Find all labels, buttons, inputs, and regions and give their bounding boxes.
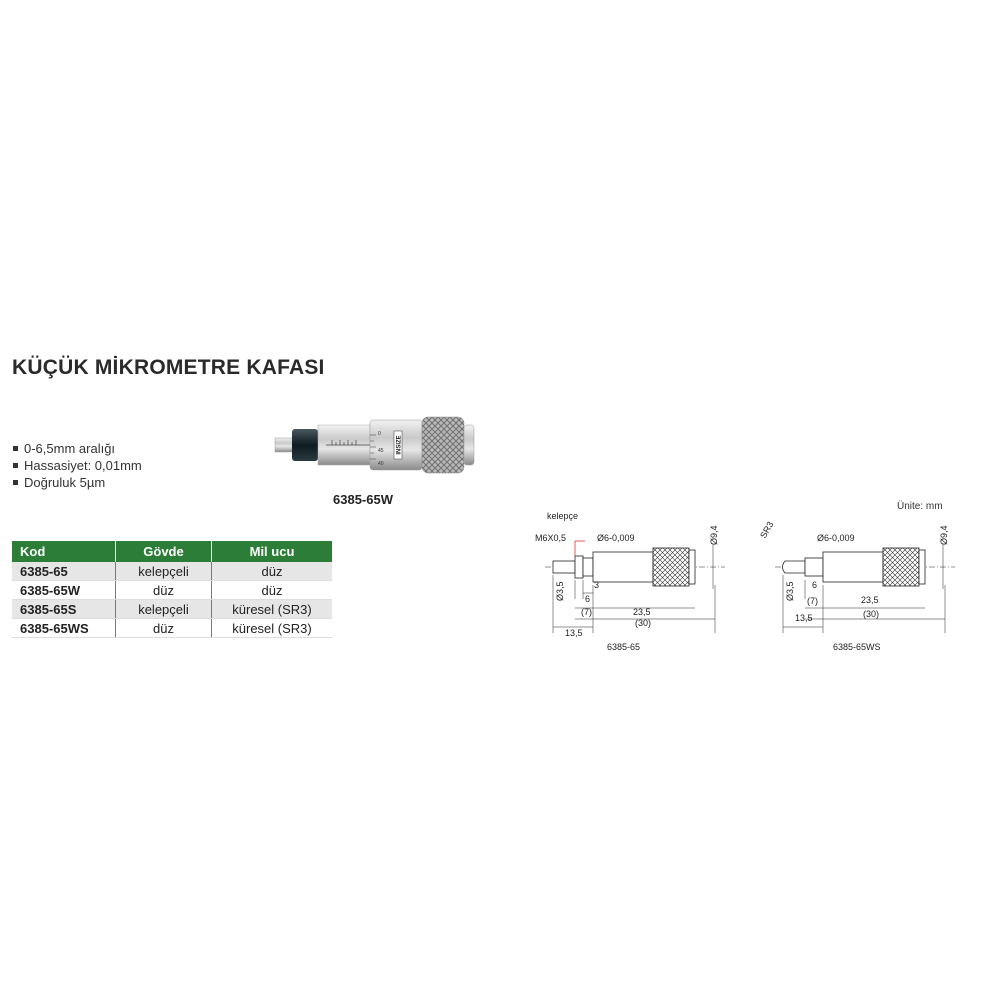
photo-caption: 6385-65W xyxy=(333,492,393,507)
svg-text:0: 0 xyxy=(378,431,381,437)
shank-label: Ø6-0,009 xyxy=(817,533,855,543)
thread-label: M6X0,5 xyxy=(535,533,566,543)
diameter-label: Ø9,4 xyxy=(939,525,949,545)
svg-text:40: 40 xyxy=(378,461,384,467)
spindle-label: Ø3,5 xyxy=(555,581,565,601)
header-code: Kod xyxy=(12,541,116,562)
cell-tip: düz xyxy=(211,562,332,581)
dim-6: 6 xyxy=(585,594,590,604)
feature-item: Doğruluk 5µm xyxy=(13,474,142,491)
feature-item: Hassasiyet: 0,01mm xyxy=(13,457,142,474)
table-row: 6385-65WS düz küresel (SR3) xyxy=(12,618,332,638)
dim-30: (30) xyxy=(635,618,651,628)
spindle-label: Ø3,5 xyxy=(785,581,795,601)
page-title: KÜÇÜK MİKROMETRE KAFASI xyxy=(12,356,325,379)
cell-tip: küresel (SR3) xyxy=(211,618,332,638)
clamp-label: kelepçe xyxy=(547,511,578,521)
cell-code: 6385-65 xyxy=(12,562,116,581)
drawing-labels-1: kelepçe M6X0,5 Ø6-0,009 Ø9,4 Ø3,5 3 6 (7… xyxy=(535,511,719,652)
cell-body: düz xyxy=(115,580,212,600)
technical-drawings: kelepçe M6X0,5 Ø6-0,009 Ø9,4 Ø3,5 3 6 (7… xyxy=(535,511,955,652)
dim-6: 6 xyxy=(812,580,817,590)
diameter-label: Ø9,4 xyxy=(709,525,719,545)
dim-23-5: 23,5 xyxy=(633,607,651,617)
dim-7: (7) xyxy=(581,607,592,617)
table-header-row: Kod Gövde Mil ucu xyxy=(12,541,332,562)
dim-3: 3 xyxy=(594,580,599,590)
cell-body: düz xyxy=(115,618,212,638)
bullet-icon xyxy=(13,463,18,468)
cell-body: kelepçeli xyxy=(115,562,212,581)
drawing-6385-65 xyxy=(545,540,725,633)
feature-item: 0-6,5mm aralığı xyxy=(13,440,142,457)
dim-30: (30) xyxy=(863,609,879,619)
header-body: Gövde xyxy=(115,541,212,562)
cell-code: 6385-65S xyxy=(12,599,116,619)
table-row: 6385-65W düz düz xyxy=(12,580,332,600)
drawing-6385-65ws xyxy=(775,545,955,633)
dim-23-5: 23,5 xyxy=(861,595,879,605)
cell-tip: düz xyxy=(211,580,332,600)
drawing-labels-2: SR3 Ø6-0,009 Ø9,4 Ø3,5 6 (7) 23,5 (30) 1… xyxy=(758,520,949,652)
cell-tip: küresel (SR3) xyxy=(211,599,332,619)
micrometer-head-photo: 0 45 40 INSIZE xyxy=(274,416,475,474)
drawing-caption-1: 6385-65 xyxy=(607,642,640,652)
brand-logo: INSIZE xyxy=(397,435,403,454)
header-tip: Mil ucu xyxy=(211,541,332,562)
table-row: 6385-65 kelepçeli düz xyxy=(12,562,332,581)
cell-code: 6385-65WS xyxy=(12,618,116,638)
units-label: Ünite: mm xyxy=(897,501,943,512)
sr-label: SR3 xyxy=(758,520,775,540)
dim-7: (7) xyxy=(807,596,818,606)
cell-body: kelepçeli xyxy=(115,599,212,619)
svg-text:45: 45 xyxy=(378,448,384,454)
dim-13-5: 13,5 xyxy=(795,613,813,623)
feature-list: 0-6,5mm aralığı Hassasiyet: 0,01mm Doğru… xyxy=(13,440,142,491)
shank-label: Ø6-0,009 xyxy=(597,533,635,543)
drawing-caption-2: 6385-65WS xyxy=(833,642,881,652)
bullet-icon xyxy=(13,480,18,485)
spec-table: Kod Gövde Mil ucu 6385-65 kelepçeli düz … xyxy=(12,541,332,638)
dim-13-5: 13,5 xyxy=(565,628,583,638)
bullet-icon xyxy=(13,446,18,451)
table-row: 6385-65S kelepçeli küresel (SR3) xyxy=(12,599,332,619)
cell-code: 6385-65W xyxy=(12,580,116,600)
